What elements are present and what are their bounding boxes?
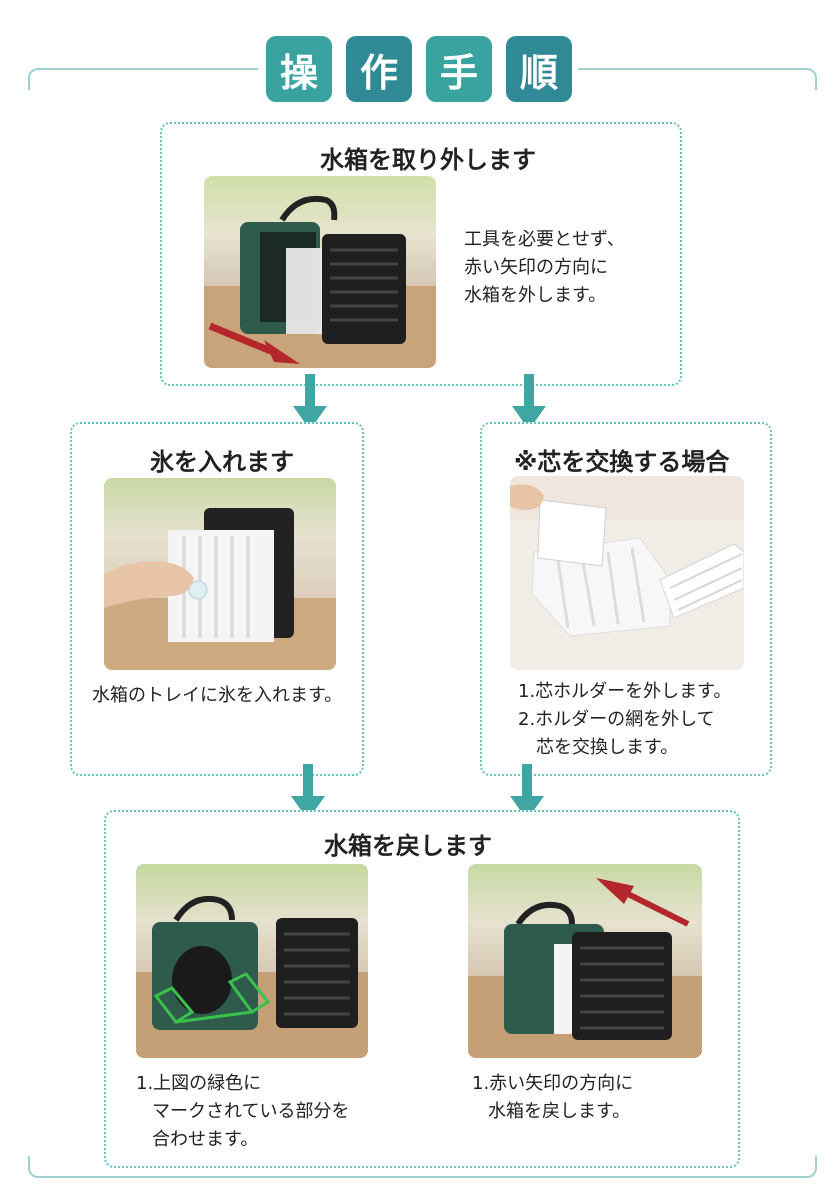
- step4-title: 水箱を戻します: [324, 832, 492, 860]
- step1-text-line-2: 赤い矢印の方向に: [464, 257, 608, 278]
- step3-box: ※芯を交換する場合 1.芯ホルダーを外します。 2.ホルダーの網を外して 芯を交…: [480, 422, 772, 776]
- frame-bottom-border: [28, 1156, 817, 1178]
- title-char-4: 順: [506, 36, 572, 102]
- step1-photo: [204, 176, 436, 368]
- step4-left-text-line-3: 合わせます。: [152, 1129, 259, 1150]
- step4-box: 水箱を戻します: [104, 810, 740, 1168]
- step3-text-line-2: 2.ホルダーの網を外して: [518, 709, 715, 730]
- step2-photo: [104, 478, 336, 670]
- step1-box: 水箱を取り外します 工具を必要とせず、 赤い矢印の方向に 水箱: [160, 122, 682, 386]
- step2-box: 氷を入れます 水箱のトレイに氷を入れます。: [70, 422, 364, 776]
- step3-photo: [510, 476, 744, 670]
- step4-left-text-line-2: マークされている部分を: [152, 1101, 350, 1122]
- step4-photo-left: [136, 864, 368, 1058]
- step4-right-text-line-1: 1.赤い矢印の方向に: [472, 1073, 634, 1094]
- step4-left-text-line-1: 1.上図の緑色に: [136, 1073, 262, 1094]
- step4-right-text-line-2: 水箱を戻します。: [488, 1101, 631, 1122]
- step3-text-line-1: 1.芯ホルダーを外します。: [518, 681, 732, 702]
- step1-title: 水箱を取り外します: [320, 146, 536, 174]
- step1-text-line-3: 水箱を外します。: [464, 285, 607, 306]
- page-title: 操 作 手 順: [258, 30, 578, 106]
- step3-title: ※芯を交換する場合: [514, 448, 730, 476]
- title-char-3: 手: [426, 36, 492, 102]
- step2-title: 氷を入れます: [150, 448, 294, 476]
- title-char-1: 操: [266, 36, 332, 102]
- step3-text-line-3: 芯を交換します。: [536, 737, 679, 758]
- title-char-2: 作: [346, 36, 412, 102]
- step2-text-line-1: 水箱のトレイに氷を入れます。: [92, 685, 343, 706]
- step4-photo-right: [468, 864, 702, 1058]
- step1-text-line-1: 工具を必要とせず、: [464, 229, 625, 250]
